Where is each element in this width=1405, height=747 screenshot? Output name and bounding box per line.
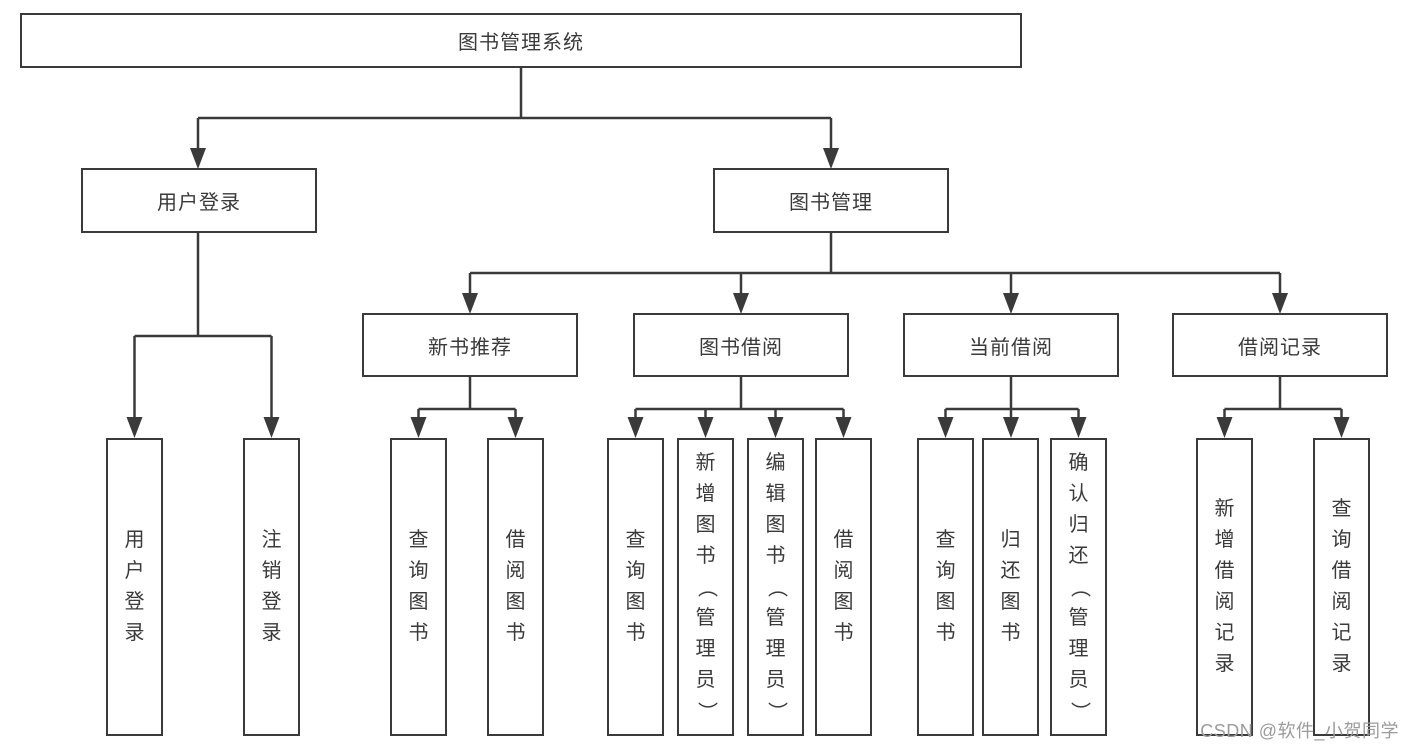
node-book-management-label: 图书管理 bbox=[789, 192, 873, 214]
leaf-query-book-current: 查询图书 bbox=[917, 438, 974, 736]
node-user-login-label: 用户登录 bbox=[157, 192, 241, 214]
leaf-query-borrow-record: 查询借阅记录 bbox=[1313, 438, 1370, 736]
edge-root-to-level2 bbox=[190, 66, 839, 169]
leaf-borrow-book-recommend: 借阅图书 bbox=[487, 438, 544, 736]
edge-newbookrec-to-leaves bbox=[410, 377, 524, 438]
leaf-query-book-recommend: 查询图书 bbox=[390, 438, 447, 736]
leaf-logout-login-label: 注销登录 bbox=[261, 529, 282, 644]
edge-currentborrow-to-leaves bbox=[937, 377, 1087, 438]
leaf-query-borrow-record-label: 查询借阅记录 bbox=[1331, 498, 1352, 675]
leaf-query-book-borrowing: 查询图书 bbox=[607, 438, 664, 736]
leaf-confirm-return-admin: 确认归还（管理员） bbox=[1050, 438, 1107, 736]
node-current-borrowing-label: 当前借阅 bbox=[969, 336, 1053, 359]
leaf-add-book-admin-label: 新增图书（管理员） bbox=[695, 451, 717, 722]
leaf-query-book-recommend-label: 查询图书 bbox=[408, 529, 429, 644]
edge-bookborrow-to-leaves bbox=[627, 377, 852, 438]
leaf-user-login: 用户登录 bbox=[106, 438, 163, 736]
csdn-watermark: CSDN @软件_小贺同学 bbox=[1200, 721, 1399, 741]
leaf-borrow-book-recommend-label: 借阅图书 bbox=[505, 529, 526, 644]
node-root-system: 图书管理系统 bbox=[20, 13, 1022, 68]
leaf-borrow-book-borrowing: 借阅图书 bbox=[815, 438, 872, 736]
leaf-return-book: 归还图书 bbox=[982, 438, 1039, 736]
leaf-return-book-label: 归还图书 bbox=[1000, 529, 1021, 644]
leaf-query-book-current-label: 查询图书 bbox=[935, 529, 956, 644]
node-book-borrowing: 图书借阅 bbox=[633, 313, 849, 377]
leaf-edit-book-admin: 编辑图书（管理员） bbox=[747, 438, 804, 736]
edge-bookmgmt-to-level3 bbox=[462, 233, 1288, 314]
node-borrowing-records: 借阅记录 bbox=[1172, 313, 1388, 377]
node-new-book-recommend: 新书推荐 bbox=[362, 313, 578, 377]
node-book-management: 图书管理 bbox=[713, 168, 949, 233]
node-borrowing-records-label: 借阅记录 bbox=[1238, 336, 1322, 359]
leaf-add-borrow-record: 新增借阅记录 bbox=[1196, 438, 1253, 736]
leaf-confirm-return-admin-label: 确认归还（管理员） bbox=[1068, 451, 1090, 722]
leaf-user-login-label: 用户登录 bbox=[124, 529, 145, 644]
node-new-book-recommend-label: 新书推荐 bbox=[428, 336, 512, 359]
leaf-query-book-borrowing-label: 查询图书 bbox=[625, 529, 646, 644]
edge-borrowrecords-to-leaves bbox=[1216, 377, 1350, 438]
leaf-add-book-admin: 新增图书（管理员） bbox=[677, 438, 734, 736]
node-book-borrowing-label: 图书借阅 bbox=[699, 336, 783, 359]
leaf-logout-login: 注销登录 bbox=[243, 438, 300, 736]
edge-userlogin-to-leaves bbox=[126, 233, 280, 438]
leaf-add-borrow-record-label: 新增借阅记录 bbox=[1214, 498, 1235, 675]
leaf-edit-book-admin-label: 编辑图书（管理员） bbox=[765, 451, 787, 722]
node-user-login: 用户登录 bbox=[81, 168, 317, 233]
leaf-borrow-book-borrowing-label: 借阅图书 bbox=[833, 529, 854, 644]
node-root-label: 图书管理系统 bbox=[458, 32, 584, 54]
node-current-borrowing: 当前借阅 bbox=[903, 313, 1119, 377]
